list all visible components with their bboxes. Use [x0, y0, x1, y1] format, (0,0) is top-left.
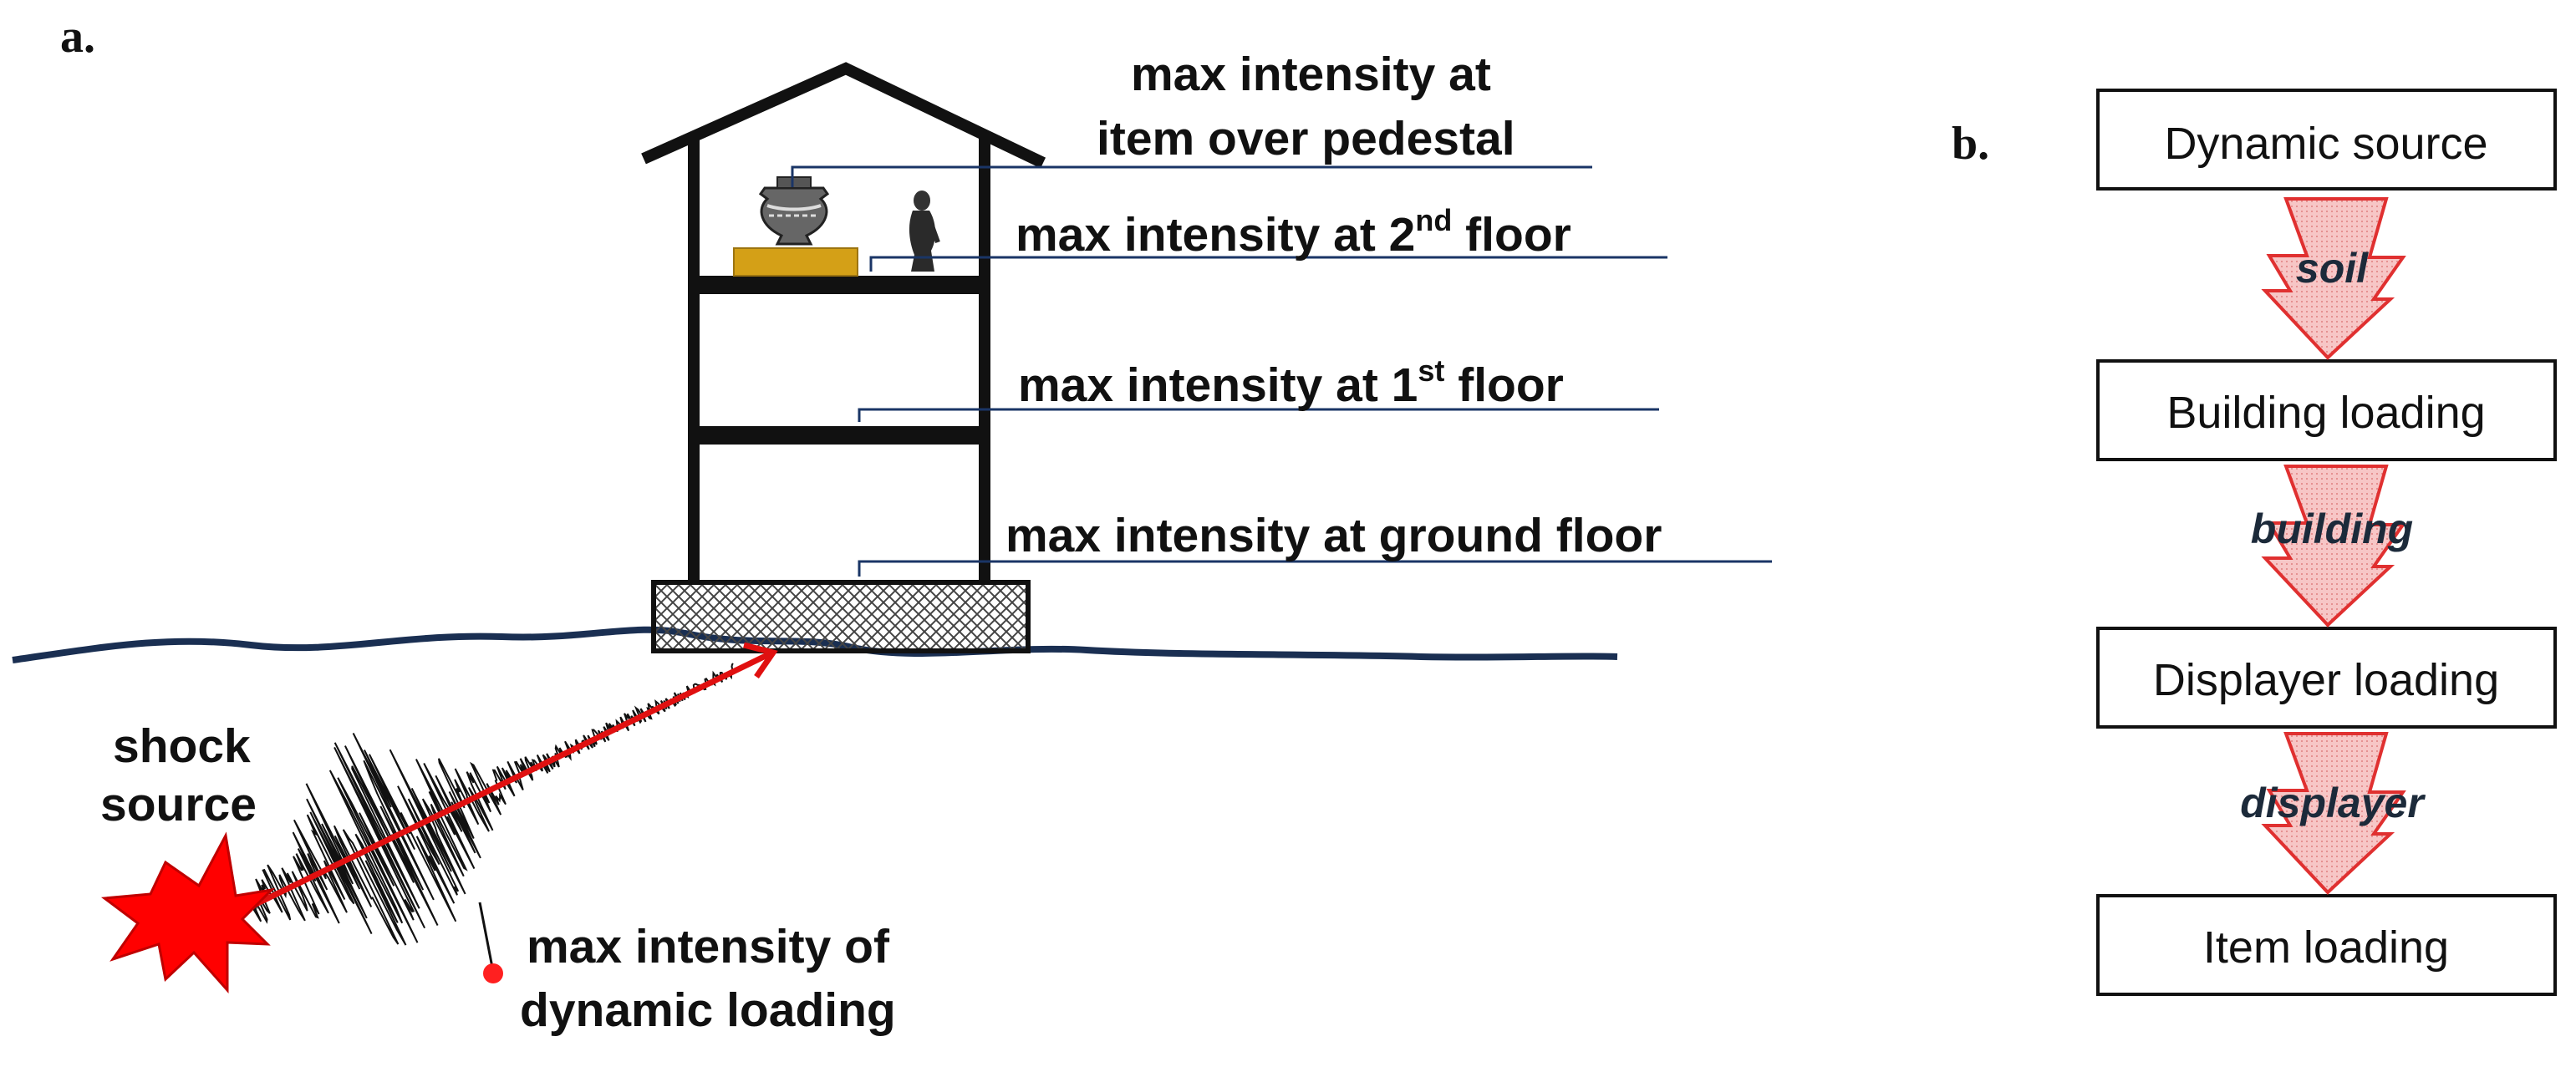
- leader-ground-floor: [858, 560, 1772, 577]
- transition-building-label: building: [2251, 506, 2413, 552]
- leader-lines: [791, 165, 1772, 577]
- panel-a-label: a.: [60, 11, 95, 63]
- box-building-loading-label: Building loading: [2166, 388, 2485, 438]
- lightning-arrow-2: [2261, 465, 2406, 627]
- label-ground-floor: max intensity at ground floor: [1005, 509, 1662, 562]
- panel-b-label: b.: [1952, 118, 1989, 170]
- shock-source-icon: [100, 831, 276, 993]
- dynamic-dot-stem: [478, 902, 495, 973]
- box-building-loading: [2096, 359, 2557, 461]
- building: [641, 62, 1046, 583]
- label-dynamic-line2: dynamic loading: [520, 983, 896, 1037]
- second-floor-slab: [694, 276, 985, 294]
- pedestal: [733, 247, 858, 277]
- label-first-floor: max intensity at 1st floor: [1018, 353, 1564, 412]
- label-shock-line2: source: [100, 778, 257, 831]
- label-shock-line1: shock: [113, 719, 251, 773]
- panel-b: b. Dynamic source Building loading Displ…: [1952, 89, 2557, 996]
- lightning-arrow-1: [2261, 197, 2406, 360]
- leader-pedestal: [791, 165, 1592, 187]
- statue-icon: [909, 191, 940, 272]
- max-intensity-dot: [483, 963, 503, 983]
- seismic-ray-arrowhead: [743, 642, 778, 678]
- label-dynamic-line1: max intensity of: [527, 920, 890, 973]
- box-displayer-loading-label: Displayer loading: [2153, 655, 2499, 705]
- vase-icon: [758, 176, 830, 246]
- transition-soil-label: soil: [2296, 245, 2369, 292]
- leader-second-floor: [869, 256, 1667, 272]
- lightning-arrow-3: [2261, 732, 2406, 895]
- box-item-loading-label: Item loading: [2203, 922, 2449, 973]
- label-second-floor: max intensity at 2nd floor: [1016, 203, 1571, 262]
- transition-displayer-label: displayer: [2240, 780, 2426, 826]
- box-dynamic-source: [2096, 89, 2557, 191]
- label-pedestal-line1: max intensity at: [1131, 48, 1491, 101]
- leader-first-floor: [858, 408, 1659, 422]
- panel-a: a.: [12, 11, 1772, 1037]
- label-pedestal-line2: item over pedestal: [1097, 112, 1515, 165]
- seismic-ray: [249, 651, 771, 910]
- museum-items: [733, 176, 940, 277]
- roof: [641, 62, 1046, 169]
- box-dynamic-source-label: Dynamic source: [2164, 119, 2487, 169]
- box-item-loading: [2096, 894, 2557, 996]
- first-floor-slab: [694, 426, 985, 445]
- box-displayer-loading: [2096, 627, 2557, 729]
- foundation: [651, 580, 1031, 653]
